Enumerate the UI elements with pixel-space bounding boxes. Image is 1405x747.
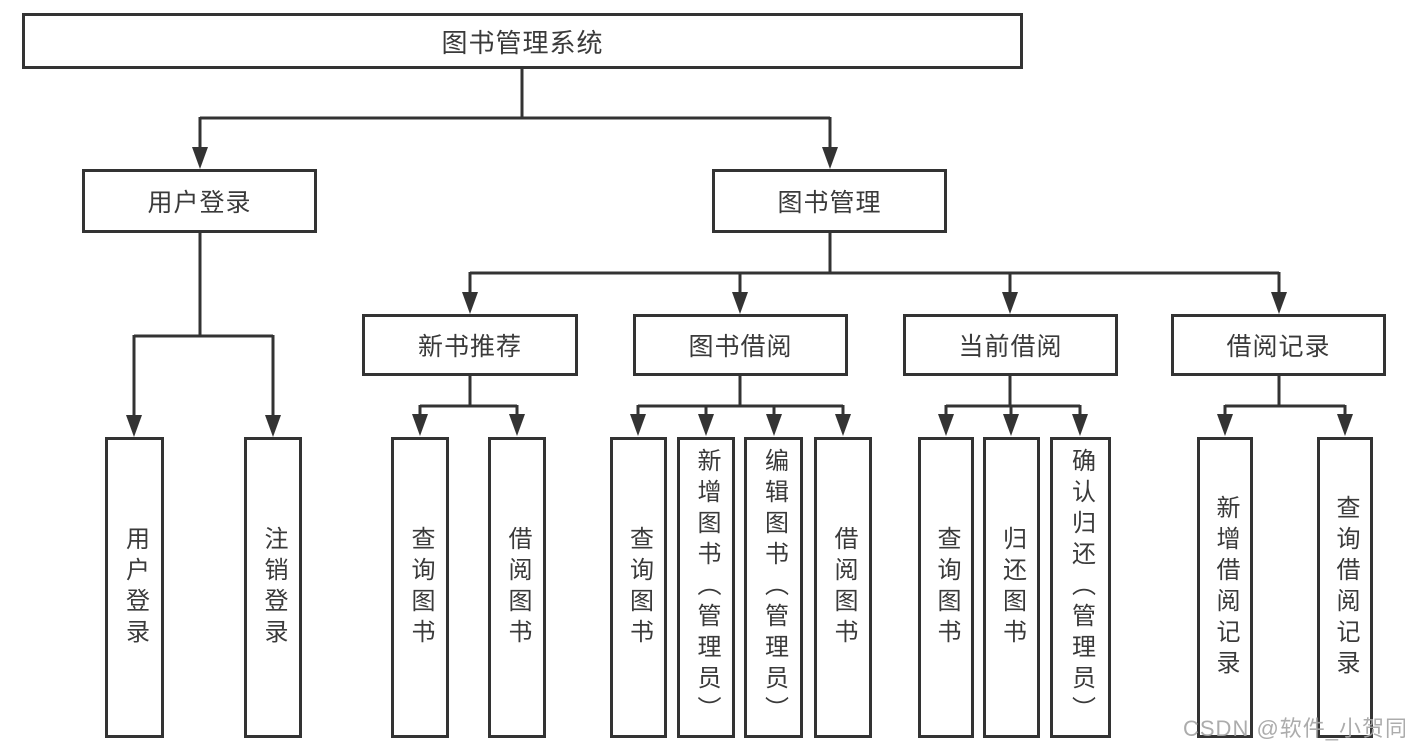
leaf-return-books-label: 归还图书 [998, 525, 1026, 650]
node-current-borrowing: 当前借阅 [903, 314, 1118, 376]
leaf-query-books-current-label: 查询图书 [933, 525, 960, 650]
leaf-borrow-books-recommend: 借阅图书 [488, 437, 546, 738]
node-new-book-recommend: 新书推荐 [362, 314, 578, 376]
leaf-query-books-recommend-label: 查询图书 [407, 525, 434, 650]
node-user-login: 用户登录 [82, 169, 317, 233]
leaf-user-login: 用户登录 [105, 437, 164, 738]
node-current-borrowing-label: 当前借阅 [958, 333, 1063, 361]
node-new-book-recommend-label: 新书推荐 [417, 333, 522, 361]
node-borrowing-records-label: 借阅记录 [1226, 333, 1331, 361]
leaf-logout: 注销登录 [244, 437, 302, 738]
leaf-confirm-return-admin: 确认归还（管理员） [1050, 437, 1111, 738]
leaf-user-login-label: 用户登录 [121, 525, 149, 650]
node-book-borrowing-label: 图书借阅 [688, 333, 793, 361]
node-library-system-label: 图书管理系统 [441, 27, 604, 58]
node-book-management-label: 图书管理 [777, 189, 882, 217]
leaf-confirm-return-admin-label: 确认归还（管理员） [1067, 448, 1095, 727]
leaf-add-borrow-record: 新增借阅记录 [1197, 437, 1253, 738]
csdn-watermark: CSDN @软件_小贺同学 [1183, 716, 1405, 741]
leaf-borrow-books-recommend-label: 借阅图书 [504, 525, 531, 650]
node-user-login-label: 用户登录 [147, 189, 252, 217]
node-book-borrowing: 图书借阅 [633, 314, 848, 376]
leaf-borrow-books-label: 借阅图书 [830, 525, 857, 650]
leaf-query-books-current: 查询图书 [918, 437, 974, 738]
node-borrowing-records: 借阅记录 [1171, 314, 1386, 376]
leaf-query-borrow-record: 查询借阅记录 [1317, 437, 1373, 738]
leaf-add-books-admin-label: 新增图书（管理员） [693, 448, 720, 727]
leaf-logout-label: 注销登录 [260, 525, 287, 650]
node-library-system: 图书管理系统 [22, 13, 1023, 69]
leaf-return-books: 归还图书 [983, 437, 1040, 738]
leaf-query-books-recommend: 查询图书 [391, 437, 449, 738]
leaf-edit-books-admin: 编辑图书（管理员） [744, 437, 803, 738]
leaf-add-borrow-record-label: 新增借阅记录 [1212, 494, 1239, 681]
leaf-edit-books-admin-label: 编辑图书（管理员） [760, 448, 788, 727]
leaf-add-books-admin: 新增图书（管理员） [677, 437, 735, 738]
leaf-query-borrow-record-label: 查询借阅记录 [1332, 494, 1359, 681]
leaf-borrow-books: 借阅图书 [814, 437, 872, 738]
leaf-query-books-borrowing-label: 查询图书 [625, 525, 653, 650]
leaf-query-books-borrowing: 查询图书 [610, 437, 667, 738]
node-book-management: 图书管理 [712, 169, 947, 233]
